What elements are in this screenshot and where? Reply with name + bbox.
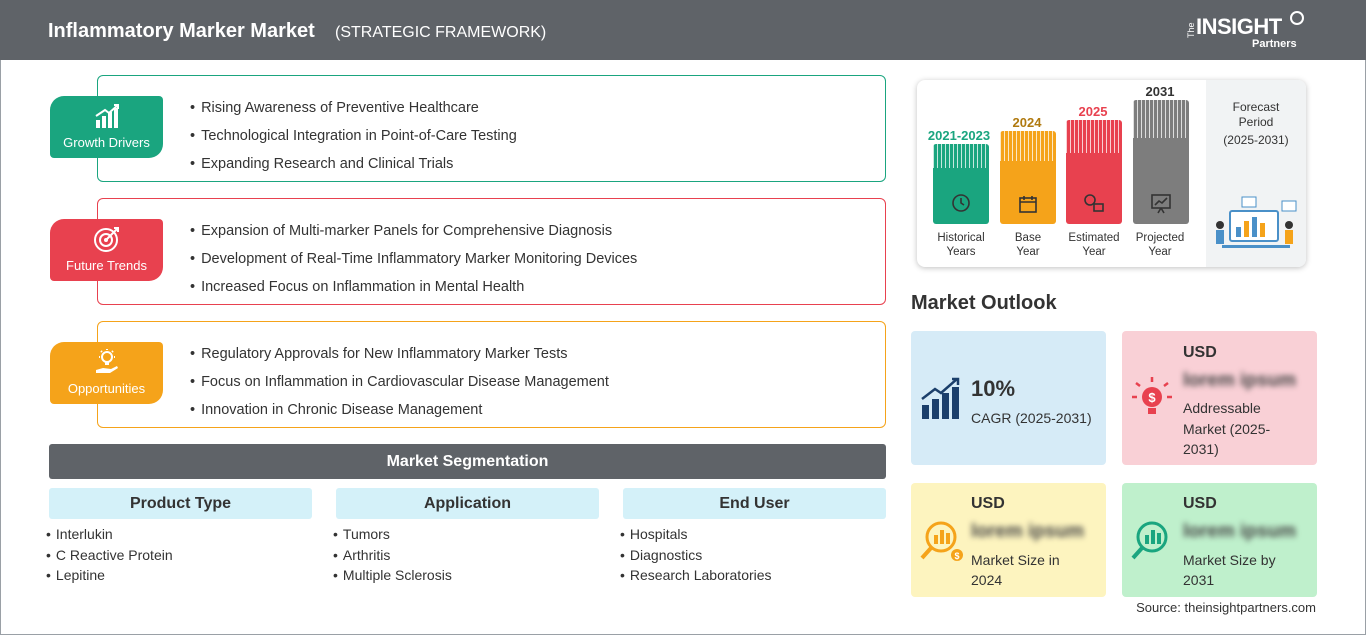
history-icon <box>952 194 970 212</box>
logo-partners: Partners <box>1252 38 1297 50</box>
bar-historical <box>933 144 989 224</box>
addressable-line3: 2031) <box>1183 441 1219 457</box>
market-outlook-title: Market Outlook <box>911 292 1057 314</box>
future-trends-label: Future Trends <box>66 258 147 273</box>
segment-list-product-type: Interlukin C Reactive Protein Lepitine <box>46 524 173 586</box>
list-item: Multiple Sclerosis <box>333 565 452 586</box>
segment-heading-end-user: End User <box>623 488 886 519</box>
bar-base <box>1000 131 1056 224</box>
list-item: Regulatory Approvals for New Inflammator… <box>190 340 609 368</box>
list-item: Increased Focus on Inflammation in Menta… <box>190 273 637 301</box>
projection-icon <box>1151 194 1171 214</box>
list-item: Expanding Research and Clinical Trials <box>190 150 517 178</box>
list-item: Lepitine <box>46 565 173 586</box>
bar-estimated <box>1066 120 1122 224</box>
opportunities-badge: Opportunities <box>50 342 163 404</box>
growth-drivers-label: Growth Drivers <box>63 135 150 150</box>
market-size-magnifier-icon <box>1131 521 1168 560</box>
list-item: Focus on Inflammation in Cardiovascular … <box>190 368 609 396</box>
size-2031-usd: USD <box>1183 495 1217 512</box>
size-2024-line1: Market Size in <box>971 552 1060 568</box>
addressable-line1: Addressable <box>1183 400 1261 416</box>
list-item: Development of Real-Time Inflammatory Ma… <box>190 245 637 273</box>
list-item: Technological Integration in Point-of-Ca… <box>190 122 517 150</box>
insight-partners-logo[interactable]: The INSIGHT Partners <box>1186 11 1306 52</box>
addressable-usd: USD <box>1183 344 1217 361</box>
forecast-line1: Forecast <box>1232 100 1280 114</box>
list-item: Research Laboratories <box>620 565 772 586</box>
size-2024-value-blurred: lorem ipsum <box>971 521 1084 542</box>
bar-projected <box>1133 100 1189 224</box>
forecast-line2: Period <box>1238 115 1274 129</box>
segment-list-application: Tumors Arthritis Multiple Sclerosis <box>333 524 452 586</box>
list-item: Arthritis <box>333 545 452 566</box>
growth-drivers-box: Rising Awareness of Preventive Healthcar… <box>97 75 886 182</box>
analytics-illustration-icon <box>1216 196 1297 248</box>
cagr-label: CAGR (2025-2031) <box>971 410 1092 426</box>
year-label-estimated: 2025 <box>1078 104 1108 119</box>
forecast-panel: Forecast Period (2025-2031) <box>1206 80 1306 267</box>
addressable-market-card: $ USD lorem ipsum Addressable Market (20… <box>1122 331 1317 465</box>
size-2024-line2: 2024 <box>971 572 1003 588</box>
idea-dollar-icon: $ <box>1132 377 1172 414</box>
market-size-magnifier-icon: $ <box>920 521 963 561</box>
year-label-base: 2024 <box>1012 115 1042 130</box>
size-2031-line2: 2031 <box>1183 572 1215 588</box>
opportunities-box: Regulatory Approvals for New Inflammator… <box>97 321 886 428</box>
header-bar: Inflammatory Marker Market (STRATEGIC FR… <box>0 0 1366 60</box>
segment-heading-product-type: Product Type <box>49 488 312 519</box>
future-trends-box: Expansion of Multi-marker Panels for Com… <box>97 198 886 305</box>
addressable-line2: Market (2025- <box>1183 421 1271 437</box>
list-item: Diagnostics <box>620 545 772 566</box>
source-note: Source: theinsightpartners.com <box>1136 600 1316 615</box>
addressable-value-blurred: lorem ipsum <box>1183 370 1296 391</box>
estimate-icon <box>1084 194 1104 212</box>
growth-drivers-list: Rising Awareness of Preventive Healthcar… <box>190 94 517 178</box>
size-2031-line1: Market Size by <box>1183 552 1276 568</box>
opportunities-label: Opportunities <box>67 381 146 396</box>
target-icon <box>94 227 119 252</box>
svg-text:$: $ <box>1148 390 1156 405</box>
list-item: Hospitals <box>620 524 772 545</box>
svg-text:$: $ <box>954 551 959 561</box>
growth-drivers-badge: Growth Drivers <box>50 96 163 158</box>
lightbulb-hand-icon <box>96 349 118 373</box>
forecast-line3: (2025-2031) <box>1223 133 1289 147</box>
future-trends-list: Expansion of Multi-marker Panels for Com… <box>190 217 637 301</box>
segment-list-end-user: Hospitals Diagnostics Research Laborator… <box>620 524 772 586</box>
page-subtitle: (STRATEGIC FRAMEWORK) <box>335 24 547 41</box>
logo-the: The <box>1186 22 1196 38</box>
list-item: Expansion of Multi-marker Panels for Com… <box>190 217 637 245</box>
cagr-value: 10% <box>971 376 1016 401</box>
list-item: Innovation in Chronic Disease Management <box>190 396 609 424</box>
size-2024-usd: USD <box>971 495 1005 512</box>
market-size-2031-card: USD lorem ipsum Market Size by 2031 <box>1122 483 1317 597</box>
list-item: C Reactive Protein <box>46 545 173 566</box>
calendar-icon <box>1019 196 1037 213</box>
logo-insight: INSIGHT <box>1196 14 1282 39</box>
year-label-projected: 2031 <box>1145 84 1175 99</box>
year-label-historical: 2021-2023 <box>927 128 991 143</box>
cagr-card: 10% CAGR (2025-2031) <box>911 331 1106 465</box>
market-size-2024-card: $ USD lorem ipsum Market Size in 2024 <box>911 483 1106 597</box>
segment-heading-application: Application <box>336 488 599 519</box>
segmentation-title: Market Segmentation <box>49 444 886 479</box>
logo-circle-icon <box>1290 11 1304 25</box>
list-item: Rising Awareness of Preventive Healthcar… <box>190 94 517 122</box>
size-2031-value-blurred: lorem ipsum <box>1183 521 1296 542</box>
list-item: Interlukin <box>46 524 173 545</box>
future-trends-badge: Future Trends <box>50 219 163 281</box>
page-title: Inflammatory Marker Market <box>48 20 315 42</box>
list-item: Tumors <box>333 524 452 545</box>
growth-chart-icon <box>921 377 960 419</box>
growth-chart-icon <box>95 104 119 128</box>
opportunities-list: Regulatory Approvals for New Inflammator… <box>190 340 609 424</box>
